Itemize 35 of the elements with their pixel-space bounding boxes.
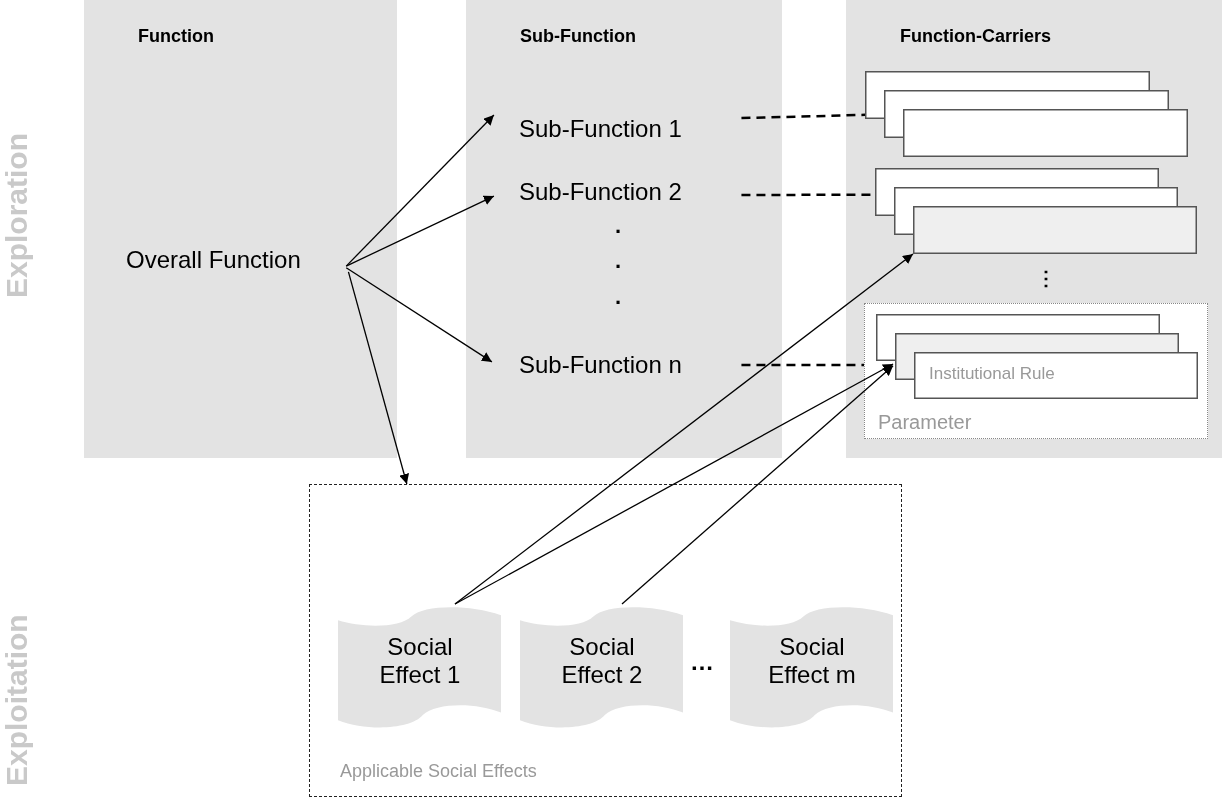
arrow (345, 114, 495, 267)
column-heading: Function-Carriers (900, 26, 1052, 47)
function-label: Sub-Function n (519, 351, 682, 379)
column-heading: Function (138, 26, 214, 47)
card-label: Institutional Rule (929, 364, 1055, 384)
dashed-frame (309, 484, 902, 797)
card-stack (865, 71, 1188, 157)
arrow (454, 253, 914, 605)
column-panel (84, 0, 397, 458)
effect-label: Social Effect 1 (378, 633, 462, 689)
function-label: Sub-Function 2 (519, 178, 682, 206)
effect-label: Social Effect 2 (560, 633, 644, 689)
dotted-frame (864, 303, 1208, 439)
ellipsis-mark: . (615, 248, 622, 274)
ellipsis-mark: … (690, 648, 714, 676)
group-label: Applicable Social Effects (340, 761, 537, 782)
function-label: Overall Function (126, 246, 301, 274)
arrow (345, 267, 493, 363)
group-label: Parameter (878, 411, 972, 434)
dashed-line (741, 113, 866, 120)
ellipsis-mark: ⋮ (1036, 266, 1056, 290)
arrow (621, 365, 894, 605)
arrow (347, 271, 409, 485)
card-stack (876, 314, 1198, 399)
effect-label: Social Effect m (767, 633, 857, 689)
card-stack (875, 168, 1197, 254)
arrow (345, 195, 495, 267)
function-label: Sub-Function 1 (519, 115, 682, 143)
column-panel (466, 0, 782, 458)
ellipsis-mark: . (615, 213, 622, 239)
dashed-line (741, 363, 864, 367)
arrow (454, 363, 894, 605)
column-panel (846, 0, 1222, 458)
column-heading: Sub-Function (520, 26, 636, 47)
ellipsis-mark: . (615, 284, 622, 310)
